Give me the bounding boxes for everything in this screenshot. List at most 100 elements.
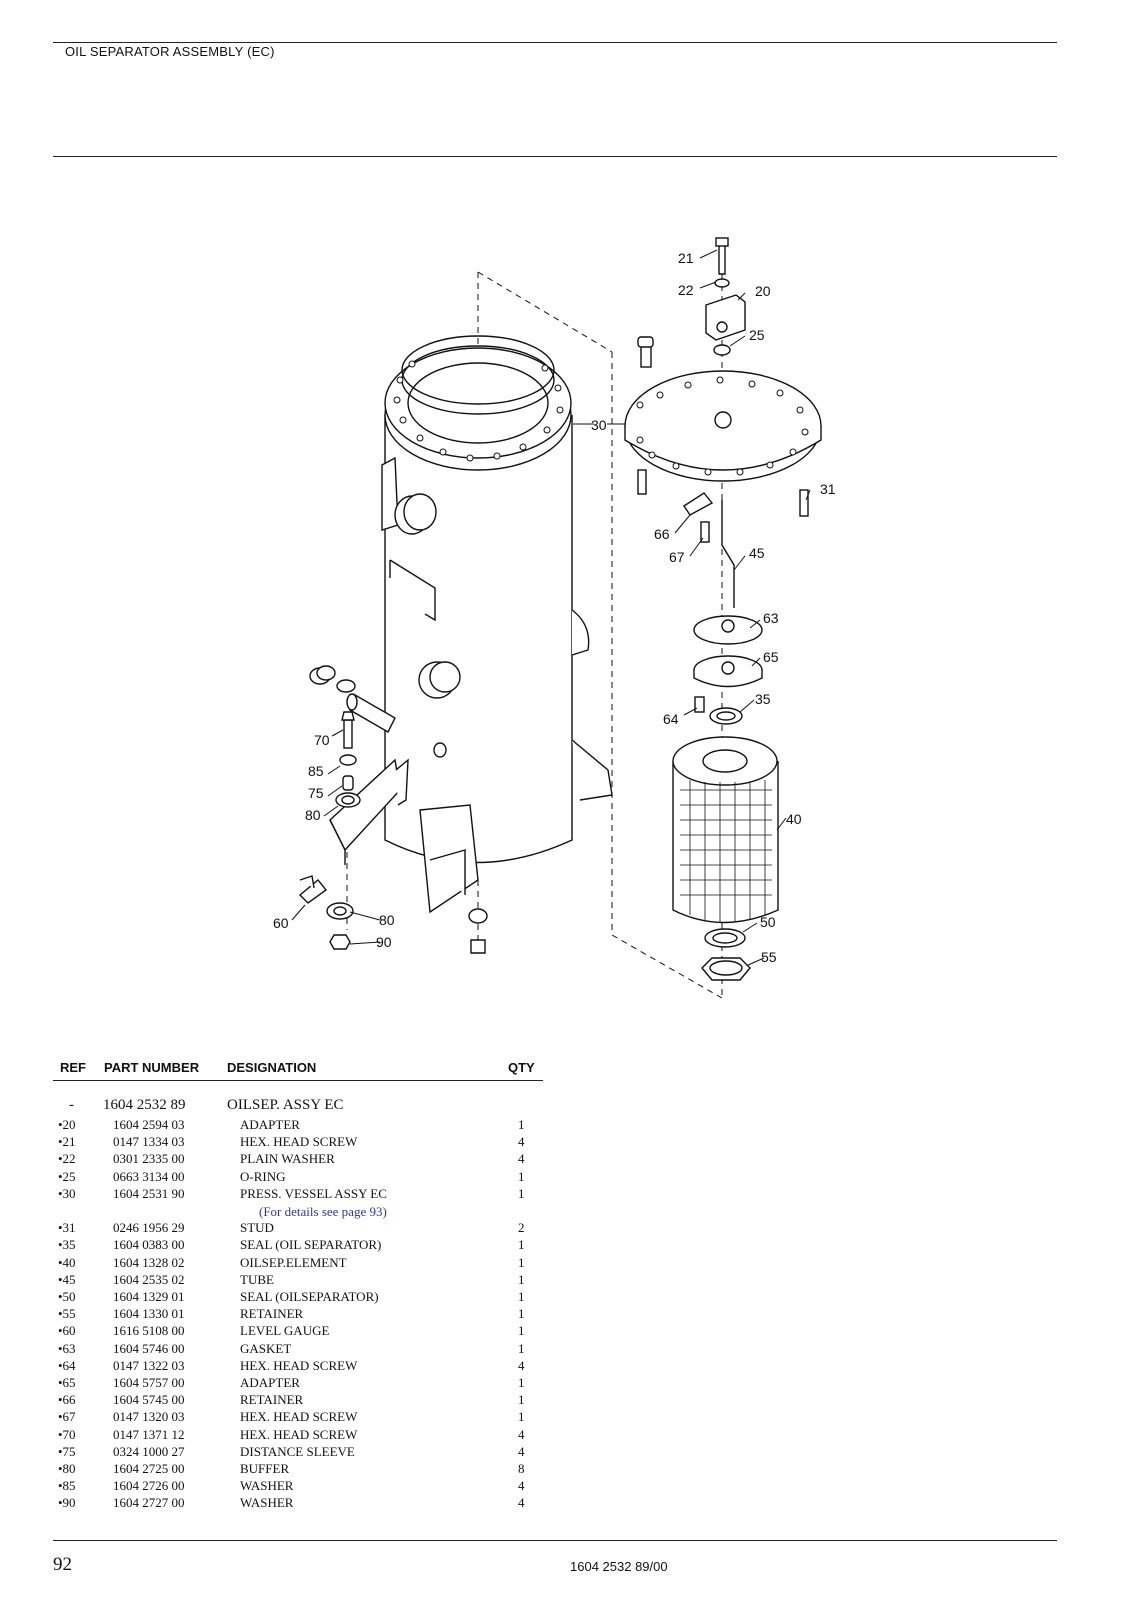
cell-qty: 1 [518,1185,525,1201]
cell-designation: OILSEP.ELEMENT [240,1254,347,1270]
cell-ref: •60 [58,1323,76,1339]
callout-67: 67 [669,549,685,565]
cell-ref: •55 [58,1306,76,1322]
footer-rule [53,1540,1057,1541]
cell-designation: HEX. HEAD SCREW [240,1426,358,1442]
cell-designation: ADAPTER [240,1375,300,1390]
callout-25: 25 [749,327,765,343]
cell-part-number: 0147 1334 03 [113,1134,185,1150]
cell-part-number: 1616 5108 00 [113,1323,185,1339]
cell-ref: •30 [58,1185,76,1201]
cell-part-number: 1604 2727 00 [113,1495,185,1511]
cell-ref: •85 [58,1478,76,1494]
cell-ref: - [69,1097,74,1113]
callout-90: 90 [376,934,392,950]
callout-70: 70 [314,732,330,748]
cell-ref: •25 [58,1168,76,1184]
cell-qty: 1 [518,1271,525,1287]
cell-part-number: 1604 5745 00 [113,1392,185,1408]
cell-part-number: 0147 1320 03 [113,1409,185,1425]
cell-qty: 1 [518,1237,525,1253]
callout-64: 64 [663,711,679,727]
cell-part-number: 1604 2726 00 [113,1478,185,1494]
vessel-flange-holes [393,360,564,462]
cell-part-number: 1604 5757 00 [113,1375,185,1390]
cell-part-number: 1604 5746 00 [113,1340,185,1356]
cell-ref: •67 [58,1409,76,1425]
cell-part-number: 1604 0383 00 [113,1237,185,1253]
cell-part-number: 1604 1329 01 [113,1289,185,1304]
cell-qty: 4 [518,1134,525,1150]
vessel-feet [329,739,613,914]
cell-ref: •63 [58,1340,76,1356]
cell-ref: •80 [58,1461,76,1476]
cell-designation: HEX. HEAD SCREW [240,1357,358,1373]
cell-designation: TUBE [240,1271,274,1287]
cell-qty: 1 [518,1289,525,1304]
pressure-vessel [384,335,573,864]
table-header-rule [53,1080,543,1081]
cell-qty: 4 [518,1357,525,1373]
callout-60: 60 [273,915,289,931]
page-title: OIL SEPARATOR ASSEMBLY (EC) [65,44,275,59]
cell-ref: •90 [58,1495,76,1511]
cell-part-number: 0663 3134 00 [113,1168,185,1184]
cell-designation: WASHER [240,1478,294,1494]
callout-75: 75 [308,785,324,801]
cell-qty: 1 [518,1117,525,1132]
col-header-qty: QTY [508,1060,535,1075]
callout-leaders [291,249,811,966]
callout-20: 20 [755,283,771,299]
cell-ref: •35 [58,1237,76,1253]
cell-qty: 1 [518,1168,525,1184]
cell-part-number: 1604 2532 89 [103,1097,186,1113]
cell-designation: SEAL (OILSEPARATOR) [240,1289,379,1304]
cell-ref: •31 [58,1220,76,1236]
cell-designation: HEX. HEAD SCREW [240,1134,358,1150]
callout-80: 80 [305,807,321,823]
cell-ref: •20 [58,1117,76,1132]
cell-designation: ADAPTER [240,1117,300,1132]
cell-part-number: 1604 1330 01 [113,1306,185,1322]
cell-qty: 1 [518,1409,525,1425]
table-row: •35 1604 0383 00 SEAL (OIL SEPARATOR) 1 [53,1237,543,1254]
cell-designation: PLAIN WASHER [240,1151,335,1167]
cell-ref: •64 [58,1357,76,1373]
cell-ref: •66 [58,1392,76,1408]
cell-qty: 4 [518,1495,525,1511]
cell-part-number: 1604 2531 90 [113,1185,185,1201]
cell-qty: 1 [518,1375,525,1390]
callout-31: 31 [820,481,836,497]
callout-85: 85 [308,763,324,779]
cell-qty: 4 [518,1151,525,1167]
cell-part-number: 0301 2335 00 [113,1151,185,1167]
cell-part-number: 1604 1328 02 [113,1254,185,1270]
callout-labels: 21 22 20 25 30 31 66 67 45 63 65 35 64 4… [273,250,836,965]
cell-qty: 1 [518,1323,525,1339]
table-row-assembly: - 1604 2532 89 OILSEP. ASSY EC [53,1097,543,1114]
cell-part-number: 0147 1371 12 [113,1426,185,1442]
callout-63: 63 [763,610,779,626]
cell-qty: 1 [518,1392,525,1408]
cell-designation: BUFFER [240,1461,290,1476]
cell-qty: 4 [518,1478,525,1494]
cell-part-number: 0324 1000 27 [113,1443,185,1459]
cell-designation: SEAL (OIL SEPARATOR) [240,1237,382,1253]
callout-45: 45 [749,545,765,561]
callout-22: 22 [678,282,694,298]
exploded-view-diagram: 21 22 20 25 30 31 66 67 45 63 65 35 64 4… [273,237,836,999]
callout-40: 40 [786,811,802,827]
cell-part-number: 1604 2725 00 [113,1461,185,1476]
